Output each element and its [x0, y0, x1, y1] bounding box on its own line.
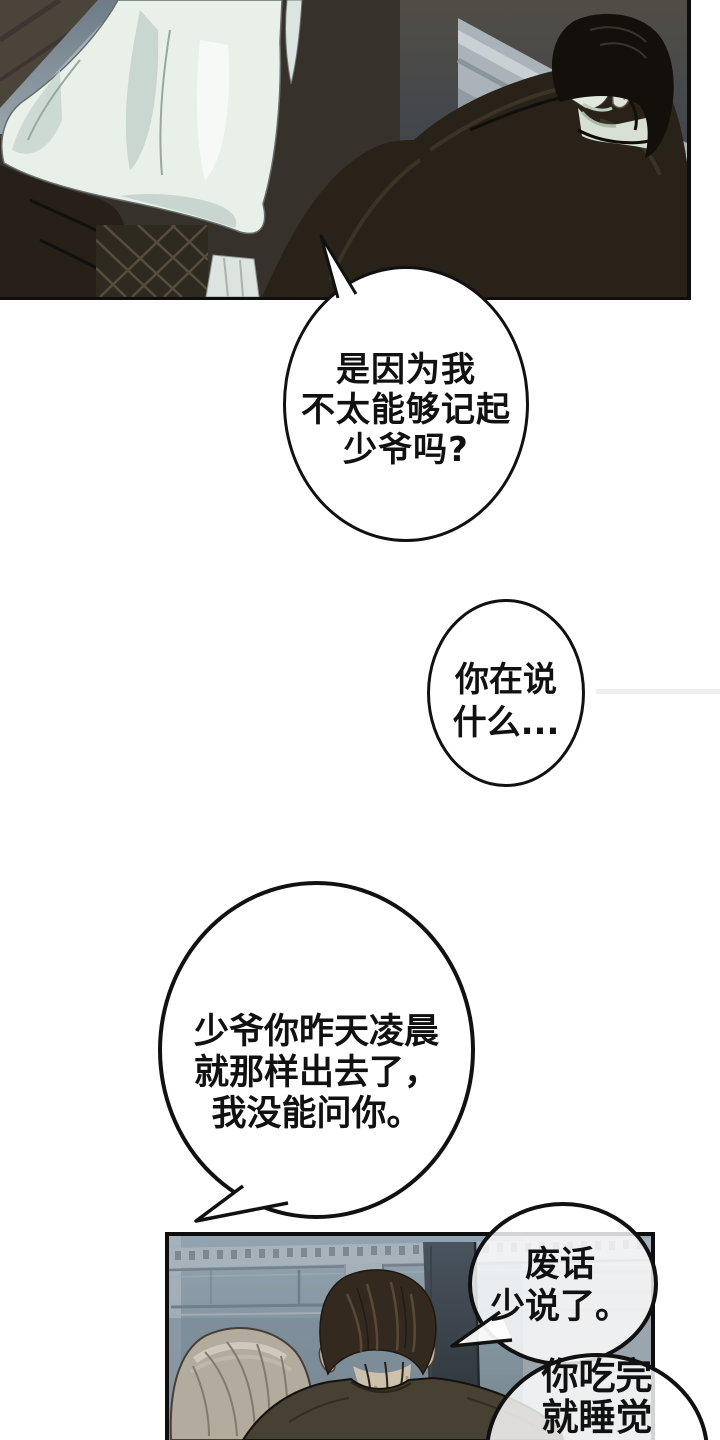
shirt-sleeve-fragment: [285, 0, 303, 85]
bubble-1-text: 是因为我 不太能够记起 少爷吗?: [284, 350, 528, 470]
bubble-line: 就那样出去了，: [193, 1053, 439, 1093]
speech-bubble-3: [158, 881, 475, 1219]
bubble-line: 不太能够记起: [301, 390, 511, 430]
bubble-line: 少说了。: [489, 1287, 630, 1327]
bubble-line: 就睡觉: [541, 1396, 653, 1439]
bubble-line: 废话: [524, 1245, 595, 1285]
faint-gutter-line: [596, 689, 720, 694]
white-curtain-strip: [205, 254, 260, 297]
lattice-window: [96, 225, 208, 297]
speech-bubble-1: [283, 266, 529, 542]
bubble-line: 你吃完: [541, 1355, 653, 1398]
bubble-line: 是因为我: [336, 350, 476, 390]
bubble-4-text: 废话 少说了。: [467, 1244, 653, 1328]
bubble-line: 少爷吗?: [343, 430, 469, 470]
top-panel: [0, 0, 691, 300]
neck: [578, 108, 654, 150]
bubble-line: 我没能问你。: [211, 1094, 422, 1134]
bubble-line: 你在说: [455, 660, 557, 700]
bubble-3-text: 少爷你昨天凌晨 就那样出去了， 我没能问你。: [160, 1012, 473, 1135]
black-haired-man: [262, 13, 687, 297]
bubble-2-text: 你在说 什么...: [427, 659, 585, 745]
trousers-dark: [0, 165, 128, 297]
bubble-line: 什么...: [452, 703, 560, 743]
bottom-panel-artwork: [169, 1236, 651, 1440]
bottom-panel: [165, 1232, 655, 1440]
bubble-line: 少爷你昨天凌晨: [193, 1012, 439, 1052]
white-shirt-figure: [1, 0, 303, 235]
dark-haired-man: [241, 1269, 565, 1440]
top-panel-artwork: [0, 0, 687, 297]
bubble-5-text: 你吃完 就睡觉: [487, 1356, 707, 1438]
speech-bubble-2: [427, 599, 585, 787]
